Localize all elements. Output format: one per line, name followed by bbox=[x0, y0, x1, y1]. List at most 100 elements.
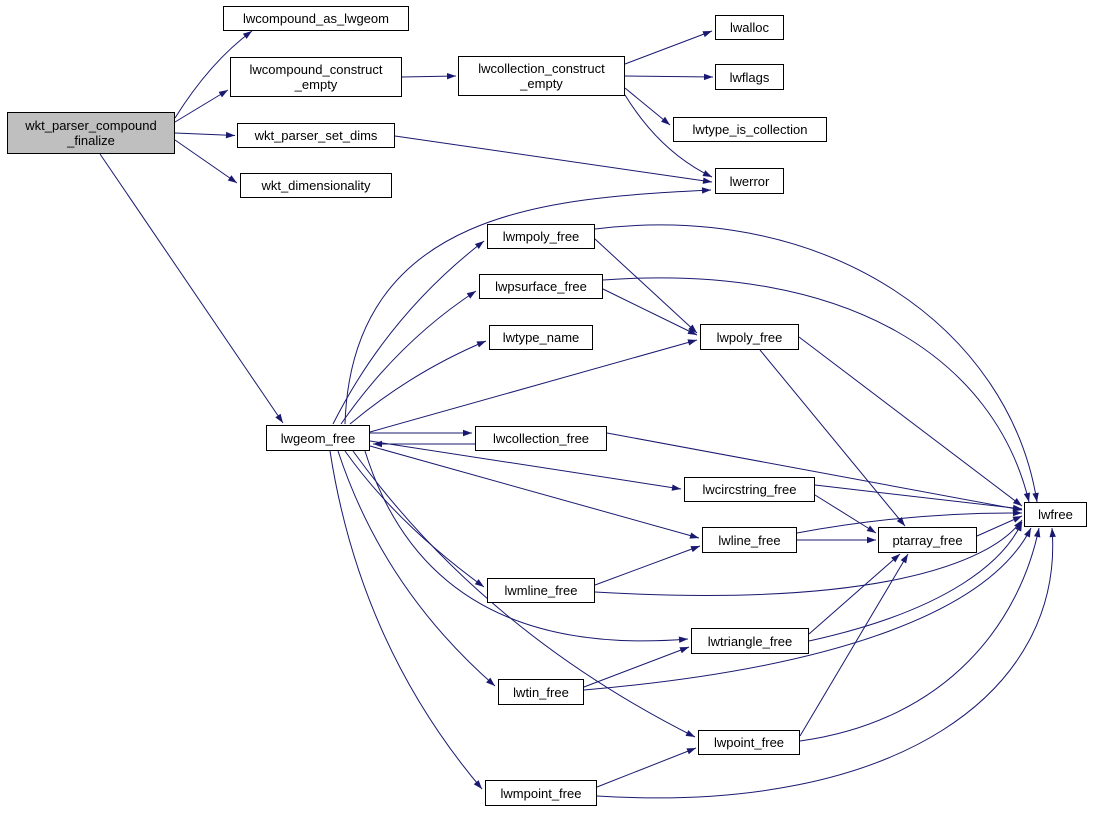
arrowhead-lwcircstring_free-ptarray_free bbox=[866, 525, 876, 533]
edge-lwmpoly_free-lwfree bbox=[594, 224, 1038, 503]
node-lwtype_is_collection[interactable]: lwtype_is_collection bbox=[673, 117, 827, 142]
edge-lwtriangle_free-lwfree bbox=[808, 521, 1023, 642]
node-lwpsurface_free[interactable]: lwpsurface_free bbox=[479, 274, 603, 299]
node-lwcollection_construct_empty[interactable]: lwcollection_construct _empty bbox=[458, 56, 625, 96]
edge-lwtin_free-lwfree bbox=[583, 527, 1032, 691]
edge-lwcircstring_free-ptarray_free bbox=[814, 494, 877, 534]
arrowhead-wkt_parser_compound_finalize-wkt_parser_set_dims bbox=[225, 131, 235, 139]
edge-lwgeom_free-lwline_free bbox=[369, 445, 700, 539]
arrowhead-lwpoly_free-lwfree bbox=[1012, 498, 1022, 506]
edge-lwpoly_free-lwfree bbox=[798, 336, 1023, 507]
arrowhead-wkt_parser_compound_finalize-wkt_dimensionality bbox=[227, 175, 237, 183]
edge-lwgeom_free-lwtin_free bbox=[337, 450, 496, 687]
arrowhead-lwgeom_free-lwmpoint_free bbox=[473, 780, 482, 789]
edge-lwgeom_free-lwerror bbox=[344, 189, 712, 425]
edge-lwtriangle_free-ptarray_free bbox=[808, 553, 901, 635]
arrowhead-lwgeom_free-lwpoly_free bbox=[687, 339, 697, 346]
edge-lwmpoint_free-lwfree bbox=[596, 527, 1054, 799]
edge-lwgeom_free-lwcircstring_free bbox=[369, 440, 682, 490]
edge-lwgeom_free-lwmpoly_free bbox=[332, 240, 485, 425]
arrowhead-lwgeom_free-lwcircstring_free bbox=[671, 484, 681, 491]
edge-lwmline_free-lwline_free bbox=[594, 545, 701, 586]
arrowhead-lwcollection_construct_empty-lwalloc bbox=[702, 31, 712, 38]
edge-lwcircstring_free-lwfree bbox=[814, 484, 1023, 510]
edge-lwpoint_free-ptarray_free bbox=[799, 553, 909, 737]
arrowhead-lwgeom_free-lwline_free bbox=[689, 532, 699, 539]
arrowhead-lwgeom_free-lwerror bbox=[701, 187, 711, 194]
arrowhead-wkt_parser_compound_finalize-lwgeom_free bbox=[275, 413, 283, 423]
edge-lwgeom_free-lwmline_free bbox=[344, 450, 485, 588]
edge-lwpsurface_free-lwfree bbox=[602, 277, 1030, 503]
arrowhead-lwpsurface_free-lwfree bbox=[1023, 492, 1031, 502]
arrowhead-ptarray_free-lwfree bbox=[1012, 516, 1022, 523]
node-lwtin_free[interactable]: lwtin_free bbox=[498, 679, 584, 705]
arrowhead-lwgeom_free-lwmpoly_free bbox=[474, 241, 484, 250]
node-lwcircstring_free[interactable]: lwcircstring_free bbox=[684, 477, 815, 502]
edge-lwgeom_free-lwpoly_free bbox=[369, 339, 698, 433]
node-lwmpoly_free[interactable]: lwmpoly_free bbox=[487, 224, 595, 249]
node-lwline_free[interactable]: lwline_free bbox=[702, 527, 797, 553]
node-lwcompound_construct_empty[interactable]: lwcompound_construct _empty bbox=[230, 57, 402, 97]
edge-lwpoint_free-lwfree bbox=[799, 527, 1040, 742]
arrowhead-lwmline_free-lwfree bbox=[1014, 520, 1022, 530]
arrowhead-lwtin_free-lwfree bbox=[1024, 528, 1031, 538]
edge-wkt_parser_compound_finalize-lwgeom_free bbox=[99, 153, 284, 424]
arrowhead-lwmpoly_free-lwfree bbox=[1032, 492, 1039, 502]
edge-lwtin_free-lwtriangle_free bbox=[583, 646, 690, 688]
edge-wkt_parser_compound_finalize-lwcompound_as_lwgeom bbox=[174, 30, 253, 119]
edge-lwmpoint_free-lwpoint_free bbox=[596, 747, 697, 788]
node-lwerror[interactable]: lwerror bbox=[715, 168, 784, 194]
edge-lwgeom_free-lwtriangle_free bbox=[364, 450, 689, 642]
arrowhead-lwpsurface_free-lwpoly_free bbox=[687, 328, 697, 335]
node-lwpoint_free[interactable]: lwpoint_free bbox=[698, 730, 800, 755]
node-wkt_parser_set_dims[interactable]: wkt_parser_set_dims bbox=[237, 123, 395, 148]
arrowhead-lwtriangle_free-lwfree bbox=[1015, 522, 1022, 532]
edge-lwgeom_free-lwmpoint_free bbox=[329, 450, 483, 790]
node-lwgeom_free[interactable]: lwgeom_free bbox=[266, 425, 370, 451]
node-lwcollection_free[interactable]: lwcollection_free bbox=[475, 426, 607, 451]
edge-wkt_parser_set_dims-lwerror bbox=[394, 135, 713, 183]
edge-wkt_parser_compound_finalize-wkt_dimensionality bbox=[174, 139, 238, 184]
arrowhead-lwgeom_free-lwtin_free bbox=[486, 677, 495, 686]
node-lwalloc[interactable]: lwalloc bbox=[715, 15, 784, 40]
arrowhead-lwmpoly_free-lwpoly_free bbox=[688, 324, 697, 333]
node-lwpoly_free[interactable]: lwpoly_free bbox=[700, 324, 799, 350]
arrowhead-lwtin_free-lwtriangle_free bbox=[679, 647, 689, 654]
arrowhead-lwgeom_free-lwtriangle_free bbox=[678, 636, 688, 643]
node-lwflags[interactable]: lwflags bbox=[715, 64, 784, 90]
arrowhead-lwgeom_free-lwtype_name bbox=[476, 341, 486, 348]
arrowhead-lwgeom_free-lwmline_free bbox=[474, 579, 484, 587]
arrowhead-lwmpoint_free-lwfree bbox=[1049, 528, 1056, 538]
arrowhead-lwcompound_construct_empty-lwcollection_construct_empty bbox=[446, 72, 456, 80]
node-wkt_dimensionality[interactable]: wkt_dimensionality bbox=[240, 173, 392, 198]
edge-wkt_parser_compound_finalize-wkt_parser_set_dims bbox=[174, 132, 236, 136]
arrowhead-lwpoly_free-ptarray_free bbox=[896, 517, 905, 526]
node-lwfree[interactable]: lwfree bbox=[1024, 502, 1087, 527]
arrowhead-lwcollection_construct_empty-lwtype_is_collection bbox=[661, 116, 670, 125]
arrowhead-lwtriangle_free-ptarray_free bbox=[891, 554, 900, 563]
edge-lwcollection_construct_empty-lwalloc bbox=[624, 30, 713, 65]
arrowhead-lwcircstring_free-lwfree bbox=[1012, 504, 1022, 512]
edge-lwgeom_free-lwtype_name bbox=[349, 340, 487, 425]
edge-lwline_free-lwfree bbox=[796, 512, 1023, 534]
arrowhead-lwline_free-lwfree bbox=[1012, 509, 1022, 517]
arrowhead-lwcollection_construct_empty-lwerror bbox=[702, 170, 712, 177]
arrowhead-lwpoint_free-ptarray_free bbox=[900, 554, 908, 564]
node-lwtype_name[interactable]: lwtype_name bbox=[489, 325, 593, 350]
edge-wkt_parser_compound_finalize-lwcompound_construct_empty bbox=[174, 89, 229, 123]
arrowhead-lwmline_free-lwline_free bbox=[690, 546, 700, 553]
node-lwcompound_as_lwgeom[interactable]: lwcompound_as_lwgeom bbox=[223, 6, 409, 31]
node-lwtriangle_free[interactable]: lwtriangle_free bbox=[691, 628, 809, 654]
node-lwmpoint_free[interactable]: lwmpoint_free bbox=[485, 780, 597, 806]
edge-lwmline_free-lwfree bbox=[594, 519, 1023, 596]
edge-lwpoly_free-ptarray_free bbox=[759, 349, 906, 527]
arrowhead-wkt_parser_set_dims-lwerror bbox=[702, 177, 712, 184]
node-ptarray_free[interactable]: ptarray_free bbox=[878, 527, 977, 553]
node-lwmline_free[interactable]: lwmline_free bbox=[487, 578, 595, 603]
edge-lwcollection_construct_empty-lwerror bbox=[624, 94, 713, 178]
arrowhead-lwmpoint_free-lwpoint_free bbox=[686, 748, 696, 755]
arrowhead-lwgeom_free-lwcollection_free bbox=[463, 429, 472, 437]
arrowhead-wkt_parser_compound_finalize-lwcompound_as_lwgeom bbox=[242, 31, 252, 39]
